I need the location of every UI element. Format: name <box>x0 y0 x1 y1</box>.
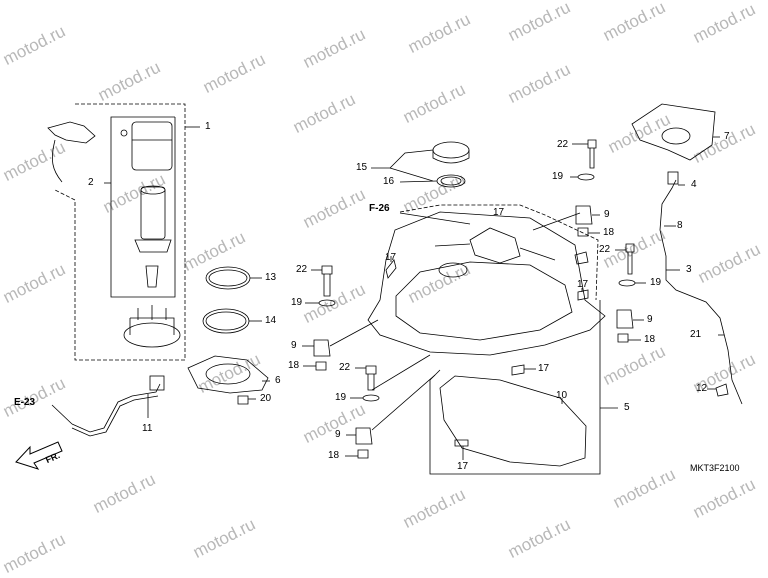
washer-icon <box>318 299 336 307</box>
pump-housing-icon <box>131 121 173 171</box>
front-direction-arrow-icon <box>15 441 63 470</box>
leader-line <box>371 374 436 431</box>
pump-subassembly-bracket <box>110 116 176 298</box>
filler-neck-icon <box>469 227 521 264</box>
cushion-icon <box>454 439 469 447</box>
cushion-icon <box>577 289 589 301</box>
rubber-mount-icon <box>313 339 331 357</box>
leader-line <box>399 212 471 225</box>
cushion-icon <box>511 364 525 376</box>
pump-flange-icon <box>123 322 181 348</box>
callout-12[interactable]: 12 <box>696 383 708 394</box>
rubber-mount-icon <box>616 309 634 329</box>
callout-19[interactable]: 19 <box>552 171 564 182</box>
collar-icon <box>617 333 629 343</box>
callout-18[interactable]: 18 <box>288 360 300 371</box>
fuel-tank-icon <box>367 211 606 356</box>
tank-boundary <box>399 204 599 301</box>
callout-9[interactable]: 9 <box>647 314 653 325</box>
callout-14[interactable]: 14 <box>265 315 277 326</box>
collar-icon <box>577 227 589 237</box>
callout-22[interactable]: 22 <box>557 139 569 150</box>
callout-19[interactable]: 19 <box>650 277 662 288</box>
breather-hose-icon <box>659 179 743 405</box>
callout-20[interactable]: 20 <box>260 393 272 404</box>
leader-line <box>371 149 434 169</box>
callout-7[interactable]: 7 <box>724 131 730 142</box>
regulator-icon <box>145 265 159 288</box>
o-ring-icon <box>205 311 247 331</box>
callout-11[interactable]: 11 <box>142 423 153 434</box>
callout-18[interactable]: 18 <box>603 227 615 238</box>
leader-line <box>371 354 431 391</box>
leader-line <box>51 404 73 425</box>
cushion-icon <box>385 259 397 279</box>
reference-f26[interactable]: F-26 <box>369 203 390 214</box>
callout-15[interactable]: 15 <box>356 162 368 173</box>
callout-9[interactable]: 9 <box>604 209 610 220</box>
cushion-icon <box>574 251 589 265</box>
fuel-cap-icon <box>432 141 470 159</box>
callout-5[interactable]: 5 <box>624 402 630 413</box>
callout-17[interactable]: 17 <box>538 363 550 374</box>
callout-3[interactable]: 3 <box>686 264 692 275</box>
tank-assembly-boundary <box>429 300 601 475</box>
pump-harness-icon <box>47 121 96 183</box>
clamp-icon <box>715 383 729 397</box>
leader-line <box>389 167 434 182</box>
callout-8[interactable]: 8 <box>677 220 683 231</box>
callout-19[interactable]: 19 <box>291 297 303 308</box>
bolt-icon <box>625 243 635 275</box>
callout-19[interactable]: 19 <box>335 392 347 403</box>
diagram-code: MKT3F2100 <box>690 463 740 473</box>
callout-22[interactable]: 22 <box>599 244 611 255</box>
callout-22[interactable]: 22 <box>296 264 308 275</box>
o-ring-icon <box>202 308 250 334</box>
callout-22[interactable]: 22 <box>339 362 351 373</box>
pump-motor-icon <box>140 186 166 240</box>
rubber-pad-icon <box>439 375 587 467</box>
washer-icon <box>618 279 636 287</box>
reference-e23[interactable]: E-23 <box>14 397 36 408</box>
leader-line <box>399 180 438 183</box>
rubber-mount-icon <box>575 205 593 225</box>
leader-line <box>329 319 379 347</box>
collar-icon <box>315 361 327 371</box>
callout-18[interactable]: 18 <box>644 334 656 345</box>
nut-icon <box>237 395 249 405</box>
collar-icon <box>357 449 369 459</box>
callout-21[interactable]: 21 <box>690 329 702 340</box>
set-plate-icon <box>187 355 269 394</box>
o-ring-icon <box>208 269 248 287</box>
bolt-icon <box>587 139 597 169</box>
callout-10[interactable]: 10 <box>556 390 568 401</box>
callout-1[interactable]: 1 <box>205 121 211 132</box>
callout-6[interactable]: 6 <box>275 375 281 386</box>
washer-icon <box>577 173 595 181</box>
callout-4[interactable]: 4 <box>691 179 697 190</box>
fuel-feed-hose-icon <box>71 383 161 437</box>
bolt-icon <box>321 265 333 297</box>
callout-17[interactable]: 17 <box>385 252 397 263</box>
washer-icon <box>362 394 380 402</box>
callout-9[interactable]: 9 <box>335 429 341 440</box>
callout-18[interactable]: 18 <box>328 450 340 461</box>
leader-line <box>532 212 581 231</box>
callout-17[interactable]: 17 <box>493 207 505 218</box>
callout-17[interactable]: 17 <box>457 461 469 472</box>
callout-17[interactable]: 17 <box>577 279 589 290</box>
callout-2[interactable]: 2 <box>88 177 94 188</box>
canister-bracket-icon <box>631 103 716 161</box>
callout-13[interactable]: 13 <box>265 272 277 283</box>
rubber-mount-icon <box>355 427 373 445</box>
callout-16[interactable]: 16 <box>383 176 395 187</box>
pump-assembly-boundary <box>54 103 186 361</box>
bolt-icon <box>365 365 377 391</box>
callout-9[interactable]: 9 <box>291 340 297 351</box>
